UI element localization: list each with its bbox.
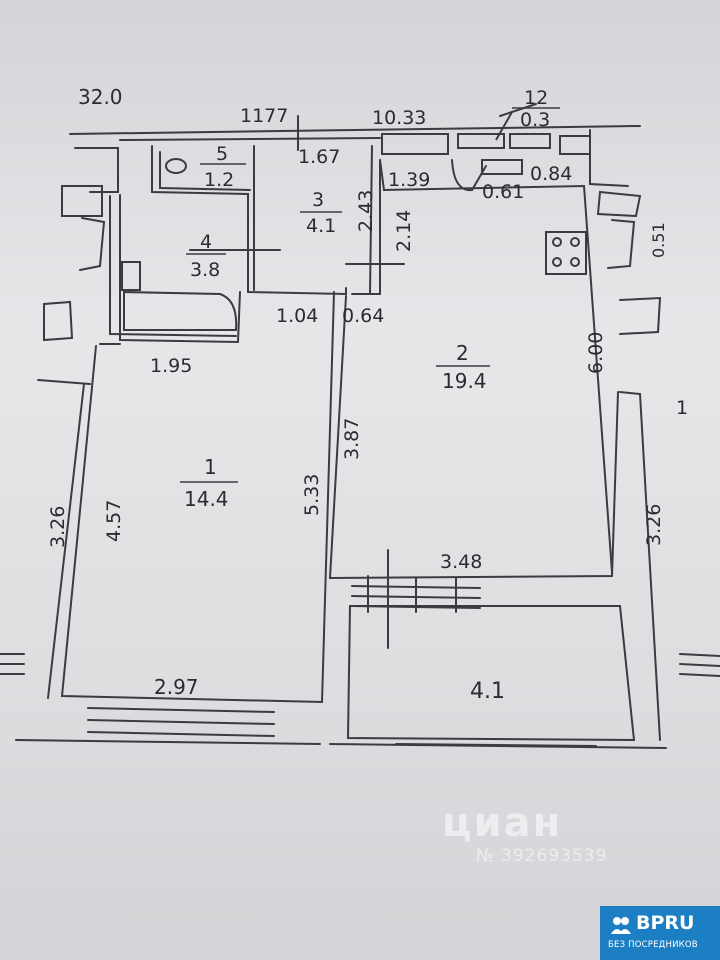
room1-window (87, 707, 275, 737)
room1-walls (60, 291, 335, 704)
top-wall-outer (69, 125, 641, 135)
dim-hall-height: 2.43 (355, 190, 377, 232)
room-number: 2 (456, 341, 469, 365)
room-area: 4.1 (306, 215, 336, 237)
dim-hall-bottom-right: 0.64 (342, 305, 384, 327)
hall-right-edge (351, 159, 381, 295)
dim-room1-left: 4.57 (103, 500, 125, 542)
left-col (79, 217, 106, 271)
dim-kitchen-top-right: 0.84 (530, 163, 572, 185)
room-number: 3 (312, 189, 324, 211)
dim-room2-left: 3.87 (341, 418, 363, 460)
kitchen-sink (451, 159, 487, 192)
dim-kitchen-top-left: 1.39 (388, 169, 430, 191)
dim-kitchen-top-mid: 0.61 (482, 181, 524, 203)
dim-outer-left: 3.26 (47, 506, 69, 548)
dim-right-mark: 1 (676, 397, 688, 419)
left-outer-wall (47, 383, 85, 699)
dim-room1-right: 5.33 (301, 474, 323, 516)
dim-hall-bottom-left: 1.04 (276, 305, 318, 327)
room-label-4: 4 3.8 (186, 231, 226, 281)
watermark-logo: циан (442, 800, 563, 846)
dim-outer-right: 3.26 (643, 504, 665, 546)
badge-subtitle: БЕЗ ПОСРЕДНИКОВ (608, 940, 698, 950)
people-icon (611, 917, 631, 934)
dim-room1-bottom: 2.97 (154, 675, 199, 699)
right-outer-wall (619, 391, 661, 741)
window-block (509, 133, 551, 149)
dim-room2-bottom: 3.48 (440, 551, 482, 573)
left-ledge (37, 379, 91, 385)
room-number: 4 (200, 231, 212, 253)
stove (545, 231, 587, 275)
right-col (607, 219, 636, 269)
balcony (346, 605, 636, 742)
window-block (381, 133, 449, 155)
top-wall-inner (119, 137, 381, 141)
room-label-12: 12 0.3 (512, 87, 560, 131)
dim-room2-right: 6.00 (585, 332, 607, 374)
hall-wall-right (369, 145, 373, 295)
bottom-wall (15, 739, 667, 749)
right-window (596, 190, 642, 218)
dim-room1-top: 1.95 (150, 355, 192, 377)
left-window (61, 185, 103, 217)
toilet-bowl (165, 158, 187, 174)
toilet-outline (159, 151, 251, 191)
room2-walls (328, 295, 619, 580)
balcony-area: 4.1 (470, 679, 505, 704)
kitchen-counter (481, 159, 523, 175)
room-label-2: 2 19.4 (436, 341, 490, 393)
watermark-id: № 392693539 (476, 846, 608, 866)
badge-name: BPRU (636, 912, 695, 934)
right-fixture (619, 296, 662, 335)
dim-right-small: 0.51 (649, 222, 668, 258)
dim-hall-right: 2.14 (393, 210, 415, 252)
dim-top-total: 1177 (240, 105, 288, 127)
room-number: 1 (204, 455, 217, 479)
window-block (457, 133, 505, 149)
room-label-3: 3 4.1 (300, 189, 342, 237)
room-number: 12 (524, 87, 548, 109)
room-number: 5 (216, 143, 228, 165)
room-area: 1.2 (204, 169, 234, 191)
bath-outline (119, 194, 241, 344)
room-area: 3.8 (190, 259, 220, 281)
top-left-wall (74, 147, 119, 193)
sink (121, 261, 141, 291)
room-label-1: 1 14.4 (180, 455, 238, 511)
bath-walls (151, 145, 347, 296)
bpru-badge[interactable]: BPRU БЕЗ ПОСРЕДНИКОВ (600, 906, 720, 960)
kitchen-right-wall (379, 159, 613, 573)
left-fixture (43, 300, 74, 342)
dim-top-left-small: 32.0 (78, 85, 123, 109)
right-top-wall (589, 129, 629, 187)
window-block (559, 135, 591, 155)
bathtub (123, 290, 238, 331)
dim-top-corridor: 10.33 (372, 107, 426, 129)
room-area: 0.3 (520, 109, 550, 131)
bath-inner (109, 195, 237, 337)
dim-toilet-width: 1.67 (298, 146, 340, 168)
watermark: циан № 392693539 (442, 800, 662, 866)
room-area: 14.4 (184, 487, 229, 511)
room-label-5: 5 1.2 (200, 143, 246, 191)
room-area: 19.4 (442, 369, 487, 393)
